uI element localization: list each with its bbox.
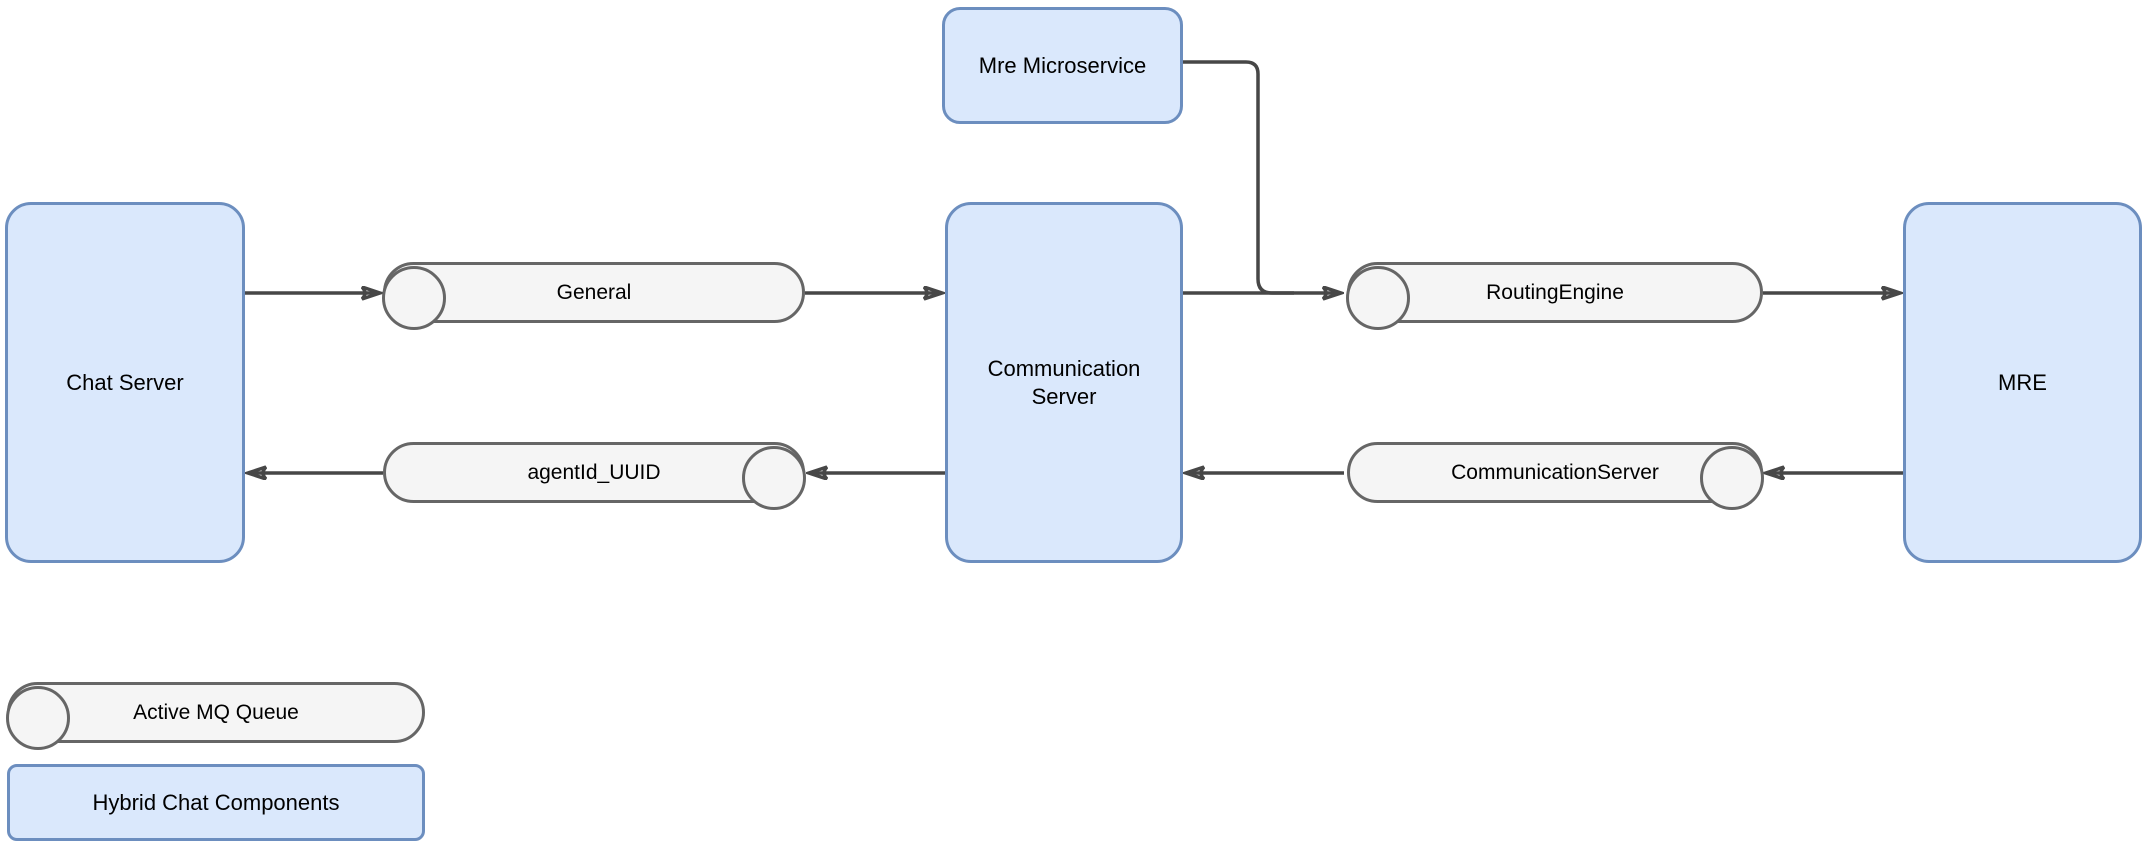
queue-input-circle-icon xyxy=(742,446,806,510)
queue-general-label: General xyxy=(556,280,632,304)
node-communication-server: Communication Server xyxy=(945,202,1183,563)
legend-hybrid-chat-components-label: Hybrid Chat Components xyxy=(92,789,340,815)
queue-input-circle-icon xyxy=(1700,446,1764,510)
node-chat-server-label: Chat Server xyxy=(66,369,184,395)
node-chat-server: Chat Server xyxy=(5,202,245,563)
node-mre-label: MRE xyxy=(1998,369,2047,395)
node-mre-microservice: Mre Microservice xyxy=(942,7,1183,124)
queue-routing-engine-label: RoutingEngine xyxy=(1486,280,1624,304)
queue-routing-engine: RoutingEngine xyxy=(1346,262,1763,330)
queue-input-circle-icon xyxy=(382,266,446,330)
legend-active-mq-queue-label: Active MQ Queue xyxy=(133,700,299,724)
node-mre: MRE xyxy=(1903,202,2142,563)
edge-mremicroservice-to-routingengine xyxy=(1183,60,1294,295)
queue-input-circle-icon xyxy=(6,686,70,750)
queue-communication-server: CommunicationServer xyxy=(1347,442,1764,510)
queue-agentid-uuid-label: agentId_UUID xyxy=(527,460,661,484)
queue-input-circle-icon xyxy=(1346,266,1410,330)
queue-agentid-uuid: agentId_UUID xyxy=(383,442,806,510)
queue-general: General xyxy=(382,262,805,330)
queue-communication-server-label: CommunicationServer xyxy=(1451,460,1659,484)
node-mre-microservice-label: Mre Microservice xyxy=(978,52,1147,78)
node-communication-server-label: Communication Server xyxy=(987,356,1141,409)
legend-active-mq-queue: Active MQ Queue xyxy=(6,682,425,750)
legend-hybrid-chat-components: Hybrid Chat Components xyxy=(7,764,425,841)
